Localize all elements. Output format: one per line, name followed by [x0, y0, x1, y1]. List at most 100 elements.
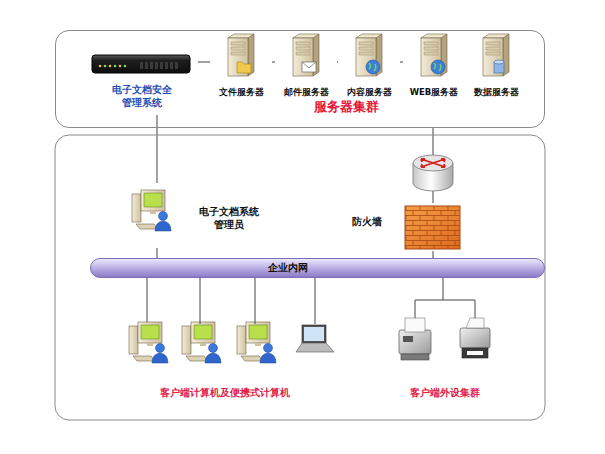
- pc-monitor: [191, 322, 215, 343]
- status-led: [114, 65, 117, 68]
- server-node: WEB服务器: [403, 37, 465, 99]
- network-link: [157, 248, 158, 258]
- server-top: [483, 34, 509, 38]
- network-link: [433, 251, 434, 258]
- mail-emblem: [302, 62, 316, 72]
- server-node: 数据服务器: [465, 37, 527, 99]
- drive-bay: [359, 47, 373, 50]
- drive-bay: [424, 52, 438, 55]
- status-led: [124, 65, 127, 68]
- drive-bay: [231, 52, 245, 55]
- printer-paper: [466, 318, 484, 328]
- pc-stand: [147, 343, 153, 346]
- pc-tower: [237, 326, 246, 354]
- network-link: [198, 62, 210, 63]
- laptop-computer: [296, 325, 334, 352]
- appliance-node: 电子文档安全 管理系统: [86, 53, 198, 115]
- port: [160, 62, 163, 69]
- user-body: [155, 221, 171, 231]
- pc-screen: [144, 193, 162, 207]
- status-led: [119, 65, 122, 68]
- pc-stand: [200, 343, 206, 346]
- pc-monitor: [138, 322, 162, 343]
- user-head: [209, 344, 218, 353]
- server-node: 邮件服务器: [275, 37, 337, 99]
- user-head: [156, 344, 165, 353]
- server-icon: [293, 34, 319, 76]
- network-fork: [415, 300, 475, 318]
- network-link: [337, 62, 338, 63]
- globe-emblem: [366, 60, 380, 74]
- node-label: 文件服务器: [219, 87, 264, 98]
- mail-flap: [302, 62, 316, 68]
- server-icon: [228, 34, 254, 76]
- server-top: [293, 34, 319, 38]
- network-link: [147, 278, 148, 322]
- node-label: 数据服务器: [474, 87, 519, 98]
- status-led: [99, 65, 102, 68]
- printer-output: [467, 351, 483, 355]
- network-drop: [315, 278, 316, 324]
- network-drop: [255, 278, 256, 324]
- pc-tower: [129, 326, 138, 354]
- server-icon: [483, 34, 509, 76]
- pc-monitor: [141, 190, 165, 211]
- server-node: 文件服务器: [210, 37, 272, 99]
- drive-bay: [486, 47, 500, 50]
- port: [175, 62, 178, 69]
- server-top: [421, 34, 447, 38]
- port: [145, 62, 148, 69]
- node-label: 电子文档系统 管理员: [197, 206, 260, 231]
- laptop-screen: [304, 327, 324, 341]
- port: [155, 62, 158, 69]
- fax-body: [399, 330, 431, 354]
- port: [165, 62, 168, 69]
- database-top: [494, 60, 504, 64]
- printer-tray: [462, 348, 488, 358]
- globe-land: [369, 63, 376, 71]
- server-icon: [421, 34, 447, 76]
- user-body: [205, 353, 221, 363]
- desktop-computer: [132, 190, 171, 231]
- network-drop: [200, 278, 201, 324]
- router-top: [413, 155, 453, 171]
- fax-paper: [405, 318, 425, 332]
- firewall-wall: [405, 206, 460, 249]
- router-arrows: [421, 159, 445, 167]
- port: [150, 62, 153, 69]
- status-led: [109, 65, 112, 68]
- node-label: WEB服务器: [410, 87, 459, 98]
- pc-screen: [141, 325, 159, 339]
- network-link: [400, 62, 403, 63]
- node-label: 客户端外设集群: [410, 387, 480, 400]
- server-front: [483, 38, 503, 76]
- client-group: 客户端计算机及便携式计算机: [100, 322, 350, 405]
- node-label: 客户端计算机及便携式计算机: [160, 387, 290, 400]
- node-label: 邮件服务器: [284, 87, 329, 98]
- firewall-node: 防火墙: [340, 203, 465, 251]
- desktop-computer: [182, 322, 221, 363]
- status-led: [104, 65, 107, 68]
- security-appliance: [92, 55, 190, 73]
- drive-bay: [359, 42, 373, 45]
- fax-panel: [403, 336, 413, 342]
- firewall-icon: [405, 206, 460, 249]
- network-link: [443, 278, 444, 300]
- pc-keyboard: [186, 356, 208, 361]
- drive-bay: [231, 47, 245, 50]
- laptop-base: [296, 343, 334, 352]
- port: [140, 62, 143, 69]
- folder-emblem: [237, 62, 251, 73]
- fax-base: [401, 354, 429, 360]
- drive-bay: [296, 42, 310, 45]
- pc-stand: [255, 343, 261, 346]
- drive-bay: [424, 47, 438, 50]
- drive-bay: [424, 42, 438, 45]
- user-body: [260, 353, 276, 363]
- peripheral-group: 客户端外设集群: [375, 300, 515, 405]
- pc-screen: [249, 325, 267, 339]
- desktop-computer: [129, 322, 168, 363]
- printer-icon: [460, 318, 490, 358]
